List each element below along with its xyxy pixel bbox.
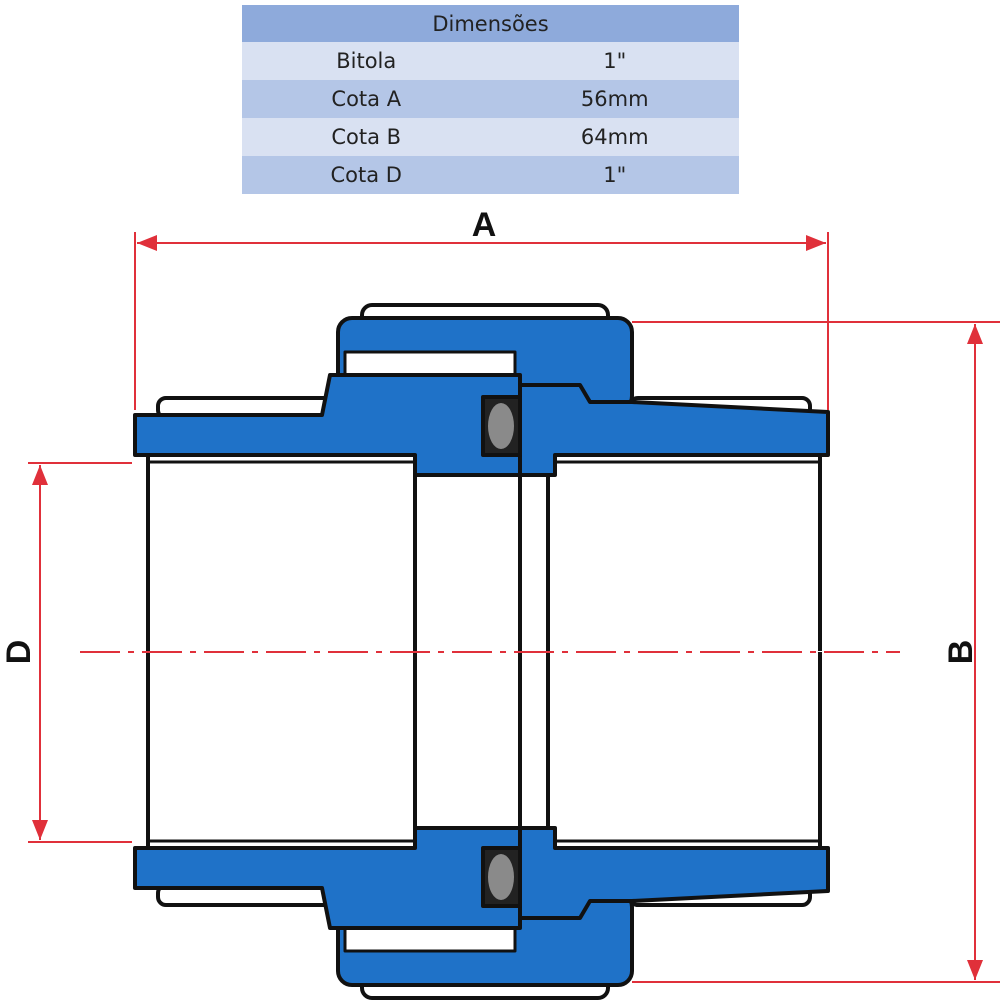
table-title: Dimensões (242, 5, 739, 42)
row-value: 64mm (490, 118, 739, 156)
row-label: Cota B (242, 118, 491, 156)
fitting-top-half (133, 303, 830, 653)
fitting-bottom-half (133, 650, 830, 1000)
row-label: Bitola (242, 42, 491, 80)
label-b: B (942, 640, 980, 665)
label-d: D (0, 640, 38, 665)
row-value: 1" (490, 42, 739, 80)
row-value: 56mm (490, 80, 739, 118)
dimension-lines (28, 232, 1000, 983)
row-value: 1" (490, 156, 739, 194)
label-a: A (472, 206, 497, 244)
row-label: Cota D (242, 156, 491, 194)
row-label: Cota A (242, 80, 491, 118)
